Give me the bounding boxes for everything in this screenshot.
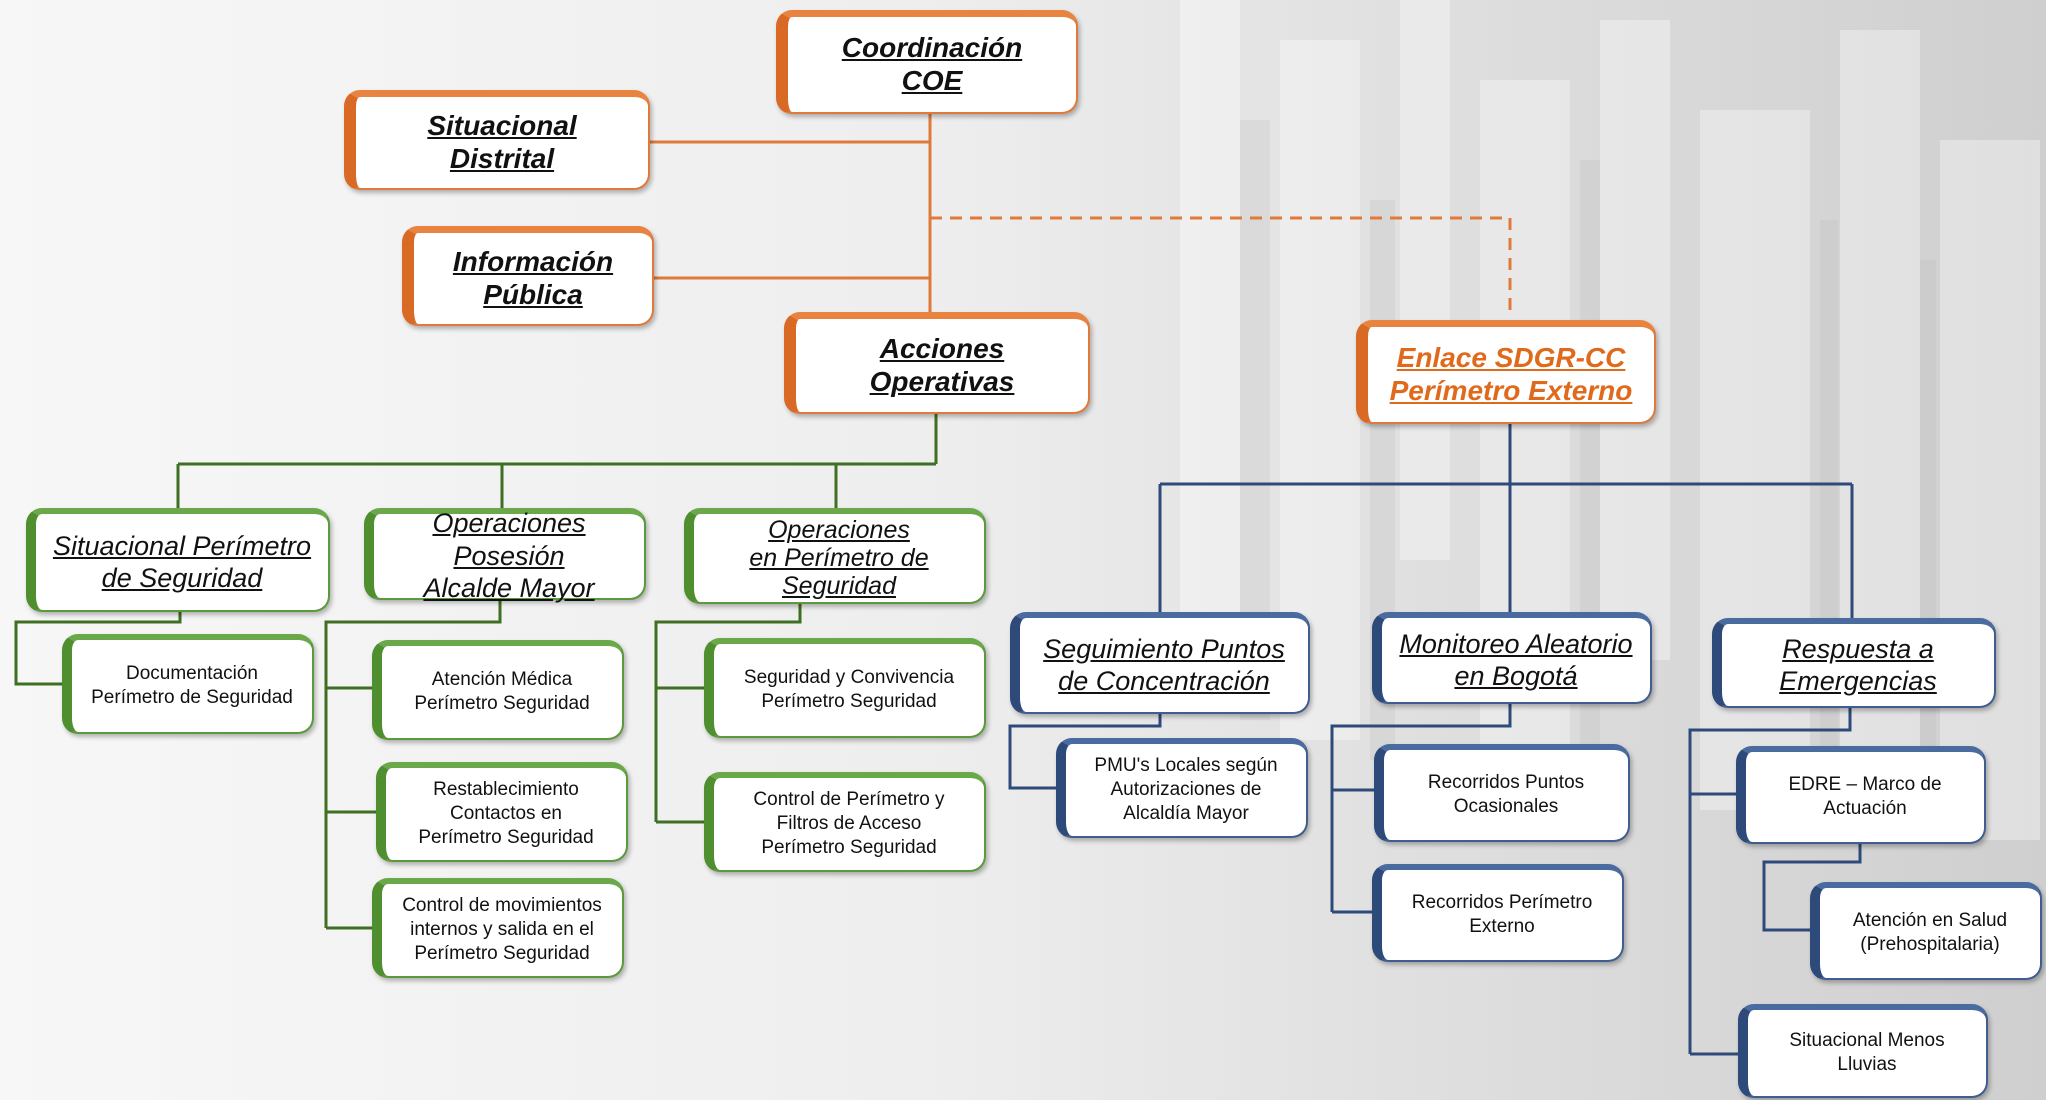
node-recorridos-perimetro-externo: Recorridos Perímetro Externo: [1372, 864, 1624, 962]
node-situacional-perimetro-label: Situacional Perímetro de Seguridad: [52, 530, 312, 593]
node-informacion-publica-label: Información Pública: [452, 246, 614, 310]
node-pmus-locales-label: PMU's Locales según Autorizaciones de Al…: [1094, 755, 1278, 824]
node-atencion-salud-label: Atención en Salud (Prehospitalaria): [1852, 910, 2008, 955]
node-respuesta-emergencias-label: Respuesta a Emergencias: [1779, 633, 1937, 696]
node-monitoreo-aleatorio: Monitoreo Aleatorio en Bogotá: [1372, 612, 1652, 704]
node-restablecimiento-contactos: Restablecimiento Contactos en Perímetro …: [376, 762, 628, 862]
node-edre-marco-actuacion-label: EDRE – Marco de Actuación: [1788, 774, 1942, 819]
node-operaciones-posesion: Operaciones Posesión Alcalde Mayor: [364, 508, 646, 603]
node-control-movimientos: Control de movimientos internos y salida…: [372, 878, 624, 978]
node-enlace-sdgr-cc-label: Enlace SDGR-CC Perímetro Externo: [1389, 342, 1633, 406]
node-situacional-menos-lluvias-label: Situacional Menos Lluvias: [1789, 1030, 1945, 1075]
node-respuesta-emergencias: Respuesta a Emergencias: [1712, 618, 1996, 708]
node-operaciones-perimetro-label: Operaciones en Perímetro de Seguridad: [749, 516, 929, 600]
dashed-link-connector: [930, 216, 1512, 318]
node-atencion-medica-label: Atención Médica Perímetro Seguridad: [414, 669, 590, 714]
node-recorridos-puntos-ocasionales-label: Recorridos Puntos Ocasionales: [1427, 772, 1585, 817]
blue-connectors: [1008, 422, 1862, 1056]
node-atencion-salud: Atención en Salud (Prehospitalaria): [1810, 882, 2042, 980]
node-seguimiento-puntos: Seguimiento Puntos de Concentración: [1010, 612, 1310, 714]
node-seguimiento-puntos-label: Seguimiento Puntos de Concentración: [1043, 633, 1285, 696]
orange-connectors: [648, 110, 932, 312]
node-operaciones-posesion-label: Operaciones Posesión Alcalde Mayor: [423, 508, 595, 604]
green-connectors: [14, 412, 938, 930]
node-situacional-distrital: Situacional Distrital: [344, 90, 650, 190]
node-situacional-menos-lluvias: Situacional Menos Lluvias: [1738, 1004, 1988, 1098]
node-pmus-locales: PMU's Locales según Autorizaciones de Al…: [1056, 738, 1308, 838]
node-documentacion-perimetro: Documentación Perímetro de Seguridad: [62, 634, 314, 734]
node-atencion-medica: Atención Médica Perímetro Seguridad: [372, 640, 624, 740]
node-informacion-publica: Información Pública: [402, 226, 654, 326]
node-acciones-operativas-label: Acciones Operativas: [869, 333, 1015, 397]
node-situacional-perimetro: Situacional Perímetro de Seguridad: [26, 508, 330, 612]
node-recorridos-perimetro-externo-label: Recorridos Perímetro Externo: [1411, 892, 1593, 937]
node-restablecimiento-contactos-label: Restablecimiento Contactos en Perímetro …: [418, 779, 594, 848]
node-control-perimetro-filtros-label: Control de Perímetro y Filtros de Acceso…: [753, 789, 945, 858]
node-operaciones-perimetro: Operaciones en Perímetro de Seguridad: [684, 508, 986, 604]
node-monitoreo-aleatorio-label: Monitoreo Aleatorio en Bogotá: [1399, 628, 1633, 691]
node-coordinacion-coe-label: Coordinación COE: [841, 32, 1023, 96]
node-seguridad-convivencia: Seguridad y Convivencia Perímetro Seguri…: [704, 638, 986, 738]
node-edre-marco-actuacion: EDRE – Marco de Actuación: [1736, 746, 1986, 844]
node-coordinacion-coe: Coordinación COE: [776, 10, 1078, 114]
node-control-movimientos-label: Control de movimientos internos y salida…: [402, 895, 602, 964]
node-recorridos-puntos-ocasionales: Recorridos Puntos Ocasionales: [1374, 744, 1630, 842]
node-acciones-operativas: Acciones Operativas: [784, 312, 1090, 414]
node-situacional-distrital-label: Situacional Distrital: [427, 110, 577, 174]
node-documentacion-perimetro-label: Documentación Perímetro de Seguridad: [91, 663, 293, 708]
node-control-perimetro-filtros: Control de Perímetro y Filtros de Acceso…: [704, 772, 986, 872]
node-enlace-sdgr-cc: Enlace SDGR-CC Perímetro Externo: [1356, 320, 1656, 424]
node-seguridad-convivencia-label: Seguridad y Convivencia Perímetro Seguri…: [743, 667, 955, 712]
